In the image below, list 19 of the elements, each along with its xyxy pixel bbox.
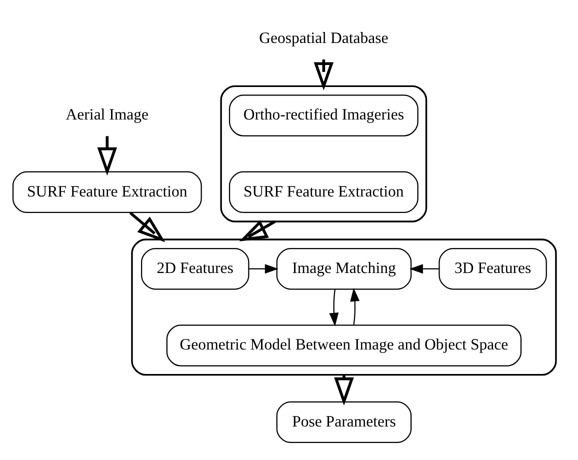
cluster bbox=[131, 238, 557, 376]
cluster bbox=[220, 84, 428, 222]
arrow bbox=[314, 59, 334, 90]
node-box: Pose Parameters bbox=[276, 400, 412, 443]
node-box: Geometric Model Between Image and Object Space bbox=[166, 324, 522, 366]
node-text: Geospatial Database bbox=[259, 29, 388, 46]
arrow bbox=[129, 211, 166, 242]
node-box: 2D Features bbox=[141, 247, 250, 290]
node-box: Image Matching bbox=[276, 247, 412, 290]
arrow bbox=[409, 264, 440, 274]
node-box: Ortho-rectified Imageries bbox=[228, 94, 418, 136]
arrow bbox=[329, 288, 339, 326]
node-box: SURF Feature Extraction bbox=[228, 170, 418, 213]
arrow bbox=[248, 264, 278, 274]
node-text: Aerial Image bbox=[66, 106, 149, 124]
node-box: 3D Features bbox=[438, 247, 547, 290]
arrow bbox=[97, 136, 118, 176]
node-box: SURF Feature Extraction bbox=[12, 170, 202, 213]
arrow bbox=[350, 287, 360, 324]
